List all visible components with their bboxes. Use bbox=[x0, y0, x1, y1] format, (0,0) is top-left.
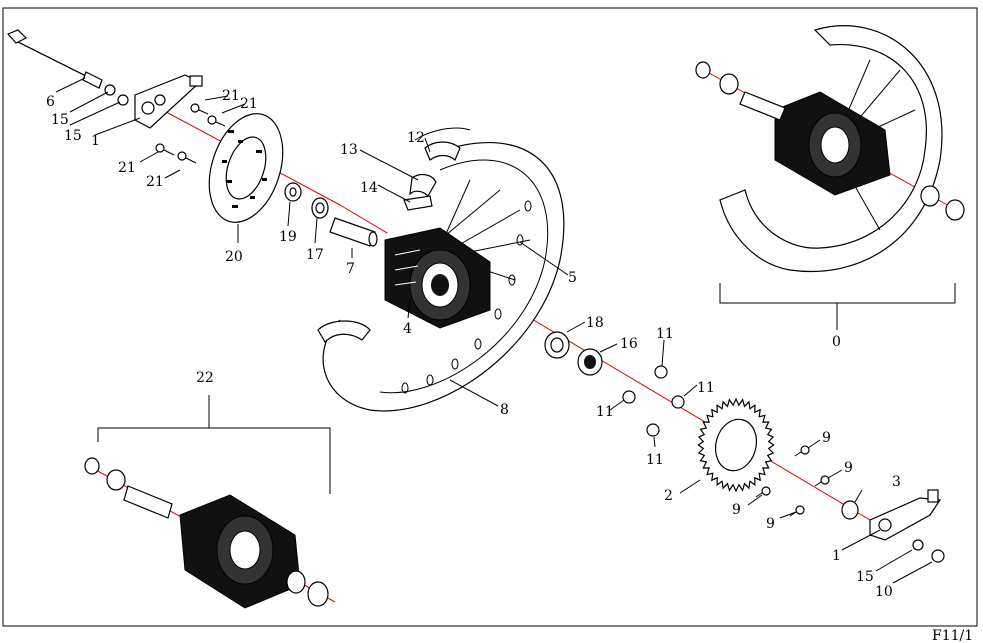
axle-sleeve-part bbox=[329, 217, 378, 247]
callout-21: 21 bbox=[240, 96, 258, 112]
disc-bolts bbox=[155, 103, 226, 164]
spacer-parts bbox=[284, 182, 329, 219]
drawing-border bbox=[2, 7, 978, 627]
callout-2: 2 bbox=[664, 488, 673, 504]
callout-21: 21 bbox=[222, 88, 240, 104]
callout-8: 8 bbox=[500, 402, 509, 418]
callout-1: 1 bbox=[91, 133, 100, 149]
chain-adjuster-part bbox=[134, 74, 203, 129]
callout-15: 15 bbox=[856, 569, 874, 585]
callout-14: 14 bbox=[360, 180, 378, 196]
callout-17: 17 bbox=[306, 247, 324, 263]
callout-11: 11 bbox=[656, 326, 674, 342]
callout-7: 7 bbox=[346, 261, 355, 277]
tube-and-strip-parts bbox=[403, 173, 437, 211]
axle-part bbox=[6, 29, 129, 106]
callout-18: 18 bbox=[586, 315, 604, 331]
callout-9: 9 bbox=[844, 460, 853, 476]
callout-0: 0 bbox=[832, 334, 841, 350]
callout-4: 4 bbox=[403, 321, 412, 337]
callout-10: 10 bbox=[875, 584, 893, 600]
callout-11: 11 bbox=[646, 452, 664, 468]
sprocket-nuts bbox=[622, 365, 685, 437]
callout-21: 21 bbox=[146, 174, 164, 190]
callout-3: 3 bbox=[892, 474, 901, 490]
callout-19: 19 bbox=[279, 229, 297, 245]
hub-bearings bbox=[544, 331, 603, 376]
callout-1: 1 bbox=[832, 548, 841, 564]
callout-11: 11 bbox=[596, 404, 614, 420]
callout-21: 21 bbox=[118, 160, 136, 176]
callout-9: 9 bbox=[732, 502, 741, 518]
callout-20: 20 bbox=[225, 249, 243, 265]
complete-wheel-inset bbox=[695, 25, 965, 330]
callout-16: 16 bbox=[620, 336, 638, 352]
callout-9: 9 bbox=[766, 516, 775, 532]
rear-sprocket-part bbox=[697, 397, 775, 493]
main-hub-part bbox=[384, 227, 491, 329]
callout-11: 11 bbox=[697, 380, 715, 396]
callout-12: 12 bbox=[407, 130, 425, 146]
callout-6: 6 bbox=[46, 94, 55, 110]
callout-5: 5 bbox=[568, 270, 577, 286]
hub-assembly-inset bbox=[84, 395, 331, 609]
brake-disc-part bbox=[208, 113, 284, 223]
right-side-adjuster-parts bbox=[841, 489, 945, 563]
sprocket-bolts bbox=[755, 445, 830, 517]
callout-15: 15 bbox=[64, 128, 82, 144]
callout-15: 15 bbox=[51, 112, 69, 128]
callout-13: 13 bbox=[340, 142, 358, 158]
page-code: F11/1 bbox=[932, 628, 973, 643]
callout-9: 9 bbox=[822, 430, 831, 446]
callout-labels: 6 15 15 1 21 21 21 21 20 19 17 7 13 12 1… bbox=[46, 88, 973, 643]
callout-leader-lines bbox=[55, 77, 933, 584]
callout-22: 22 bbox=[196, 370, 214, 386]
